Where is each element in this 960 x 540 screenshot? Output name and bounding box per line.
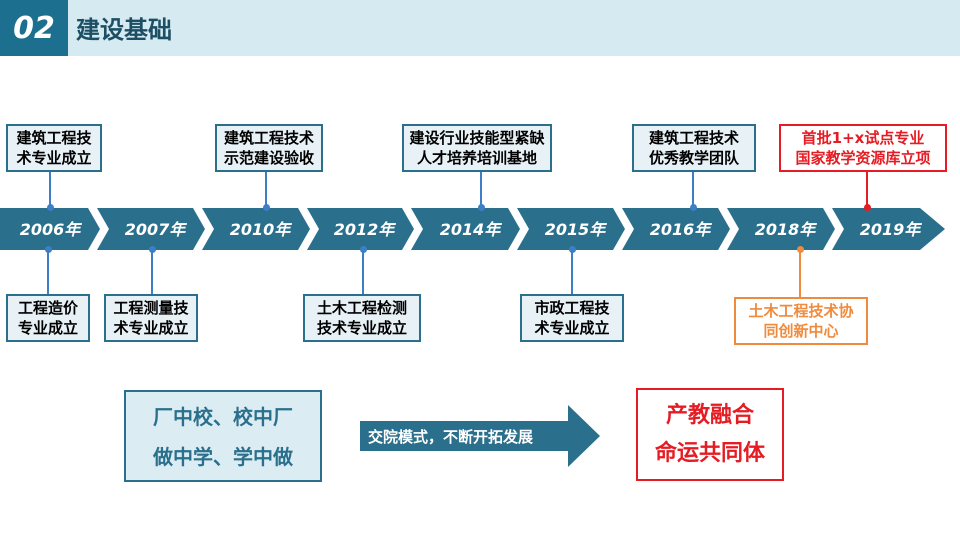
connector-dot <box>689 204 697 211</box>
milestone-line-1: 建筑工程技术 <box>648 129 739 147</box>
milestone-box-bottom: 工程造价专业成立 <box>6 294 90 342</box>
milestone-line-2: 人才培养培训基地 <box>416 149 537 167</box>
timeline-chevron <box>508 208 529 250</box>
connector-dot <box>44 246 52 253</box>
connector-dot <box>262 204 270 211</box>
timeline-chevron <box>88 208 109 250</box>
milestone-box-top: 建筑工程技术专业成立 <box>6 124 102 172</box>
header-bar: 02 建设基础 <box>0 0 960 56</box>
year-label: 2006年 <box>20 220 83 239</box>
milestone-box-bottom: 土木工程检测技术专业成立 <box>303 294 421 342</box>
connector-line <box>799 250 801 297</box>
milestone-line-1: 首批1+x试点专业 <box>801 129 925 147</box>
connector-dot <box>796 246 804 253</box>
milestone-box-top: 建设行业技能型紧缺人才培养培训基地 <box>402 124 552 172</box>
connector-line <box>692 172 694 210</box>
section-number: 02 <box>0 0 68 56</box>
milestone-line-2: 技术专业成立 <box>316 319 407 337</box>
connector-dot <box>568 246 576 253</box>
connector-line <box>151 250 153 294</box>
practice-line-1: 厂中校、校中厂 <box>153 405 293 429</box>
year-label: 2010年 <box>230 220 293 239</box>
milestone-box-top: 首批1+x试点专业国家教学资源库立项 <box>779 124 947 172</box>
connector-line <box>866 172 868 210</box>
timeline-chevron <box>613 208 634 250</box>
milestone-line-2: 专业成立 <box>17 319 78 337</box>
milestone-line-1: 建筑工程技 <box>16 129 92 147</box>
practice-line-2: 做中学、学中做 <box>153 445 293 469</box>
milestone-line-1: 建设行业技能型紧缺 <box>409 129 545 147</box>
milestone-box-top: 建筑工程技术示范建设验收 <box>215 124 323 172</box>
milestone-line-1: 建筑工程技术 <box>223 129 314 147</box>
timeline-band: 2006年 2007年 2010年 2012年 2014年 2015年 2016年 2018年… <box>0 208 945 250</box>
connector-dot <box>46 204 54 211</box>
milestone-line-1: 市政工程技 <box>534 299 610 317</box>
integration-line-2: 命运共同体 <box>654 441 765 466</box>
timeline-chevron <box>298 208 319 250</box>
timeline-chevron <box>193 208 214 250</box>
development-arrow: 交院模式，不断开拓发展 <box>360 405 600 467</box>
connector-dot <box>477 204 485 211</box>
timeline-chevron <box>823 208 844 250</box>
year-label: 2018年 <box>755 220 818 239</box>
connector-dot <box>359 246 367 253</box>
arrow-shape <box>360 405 600 467</box>
year-label: 2019年 <box>860 220 923 239</box>
milestone-line-2: 优秀教学团队 <box>648 149 739 167</box>
integration-box: 产教融合 命运共同体 <box>636 388 784 481</box>
milestone-line-1: 工程造价 <box>17 299 78 317</box>
timeline-bar <box>0 208 945 250</box>
milestone-line-1: 土木工程技术协 <box>748 302 854 320</box>
connector-line <box>47 250 49 294</box>
milestone-line-2: 示范建设验收 <box>223 149 314 167</box>
milestone-box-bottom: 市政工程技术专业成立 <box>520 294 624 342</box>
year-label: 2007年 <box>125 220 188 239</box>
connector-line <box>265 172 267 210</box>
year-label: 2014年 <box>440 220 503 239</box>
integration-line-1: 产教融合 <box>665 403 754 428</box>
milestone-box-bottom: 土木工程技术协同创新中心 <box>734 297 868 345</box>
year-label: 2016年 <box>650 220 713 239</box>
year-label: 2015年 <box>545 220 608 239</box>
connector-line <box>480 172 482 210</box>
milestone-line-2: 术专业成立 <box>16 149 92 167</box>
milestone-line-2: 术专业成立 <box>534 319 610 337</box>
timeline-chevron <box>402 208 423 250</box>
milestone-line-2: 术专业成立 <box>113 319 189 337</box>
practice-model-box: 厂中校、校中厂 做中学、学中做 <box>124 390 322 482</box>
milestone-line-1: 土木工程检测 <box>316 299 407 317</box>
timeline-chevron <box>718 208 739 250</box>
milestone-box-top: 建筑工程技术优秀教学团队 <box>632 124 756 172</box>
connector-dot <box>148 246 156 253</box>
milestone-line-2: 国家教学资源库立项 <box>795 149 931 167</box>
arrow-text: 交院模式，不断开拓发展 <box>368 428 533 446</box>
page-title: 建设基础 <box>76 16 172 44</box>
connector-dot <box>863 204 871 211</box>
connector-line <box>362 250 364 294</box>
milestone-line-2: 同创新中心 <box>763 322 839 340</box>
connector-line <box>571 250 573 294</box>
connector-line <box>49 172 51 210</box>
milestone-line-1: 工程测量技 <box>113 299 189 317</box>
year-label: 2012年 <box>334 220 397 239</box>
milestone-box-bottom: 工程测量技术专业成立 <box>104 294 198 342</box>
